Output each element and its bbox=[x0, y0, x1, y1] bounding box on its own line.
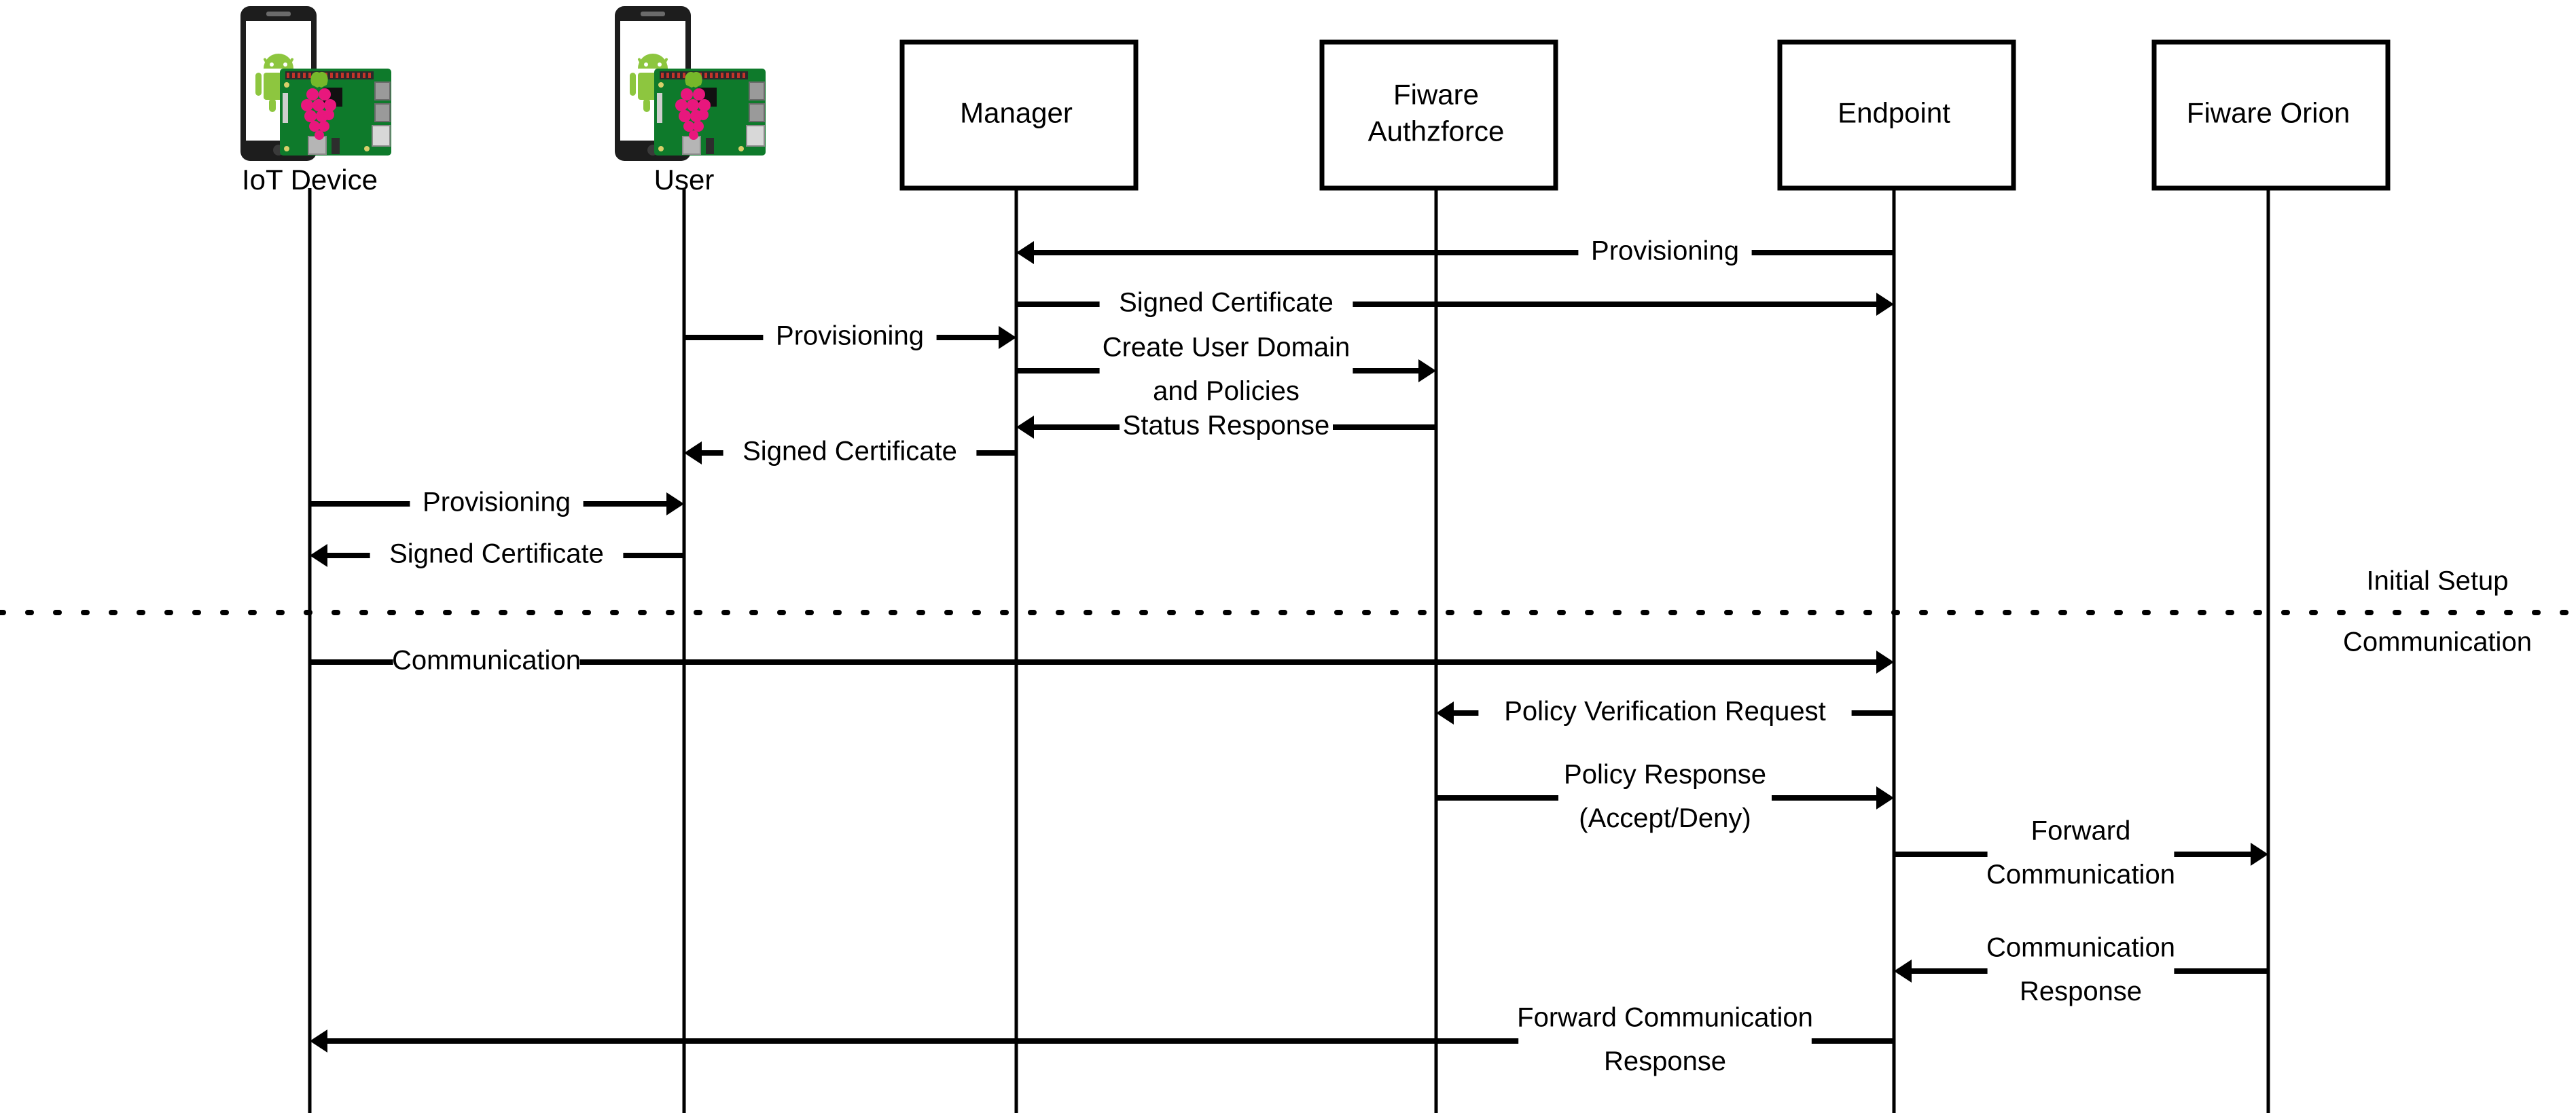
actor-user[interactable] bbox=[614, 5, 766, 162]
message-label: Provisioning bbox=[776, 321, 924, 351]
message-arrowhead bbox=[1016, 241, 1034, 264]
smartphone-raspberrypi-icon bbox=[240, 5, 392, 162]
participant-box-rect bbox=[899, 39, 1139, 191]
actor-iot-device[interactable] bbox=[240, 5, 392, 162]
message-label: Policy Response bbox=[1564, 759, 1766, 789]
smartphone-raspberrypi-icon bbox=[614, 5, 766, 162]
participant-label: Fiware Orion bbox=[2187, 97, 2350, 129]
message-arrowhead bbox=[1876, 651, 1894, 674]
message-arrowhead bbox=[1894, 960, 1912, 983]
participant-label: Manager bbox=[960, 97, 1073, 129]
message-label: (Accept/Deny) bbox=[1579, 803, 1751, 833]
message-arrowhead bbox=[1418, 359, 1436, 382]
message-label: Forward bbox=[2031, 816, 2131, 845]
message-arrowhead bbox=[1016, 416, 1034, 439]
message-m8[interactable]: Signed Certificate bbox=[310, 539, 684, 569]
message-label: Provisioning bbox=[1591, 236, 1739, 266]
message-m6[interactable]: Signed Certificate bbox=[684, 437, 1016, 467]
message-arrowhead bbox=[1436, 701, 1454, 725]
participant-label: Endpoint bbox=[1838, 97, 1950, 129]
message-label: Create User Domain bbox=[1103, 332, 1350, 362]
participant-box-rect bbox=[2151, 39, 2391, 191]
separator-label-below-text: Communication bbox=[2343, 627, 2532, 657]
separator-label-above-text: Initial Setup bbox=[2366, 566, 2508, 596]
lifelines-layer bbox=[308, 188, 2270, 1113]
message-arrowhead bbox=[684, 441, 702, 464]
message-arrowhead bbox=[2251, 843, 2268, 866]
message-label: Status Response bbox=[1123, 411, 1330, 441]
message-m10[interactable]: Policy Verification Request bbox=[1436, 697, 1894, 727]
message-m11[interactable]: Policy Response (Accept/Deny) bbox=[1436, 759, 1894, 833]
participant-label: Authzforce bbox=[1368, 115, 1505, 147]
participant-box-manager[interactable]: Manager bbox=[899, 39, 1139, 191]
participant-label: Fiware bbox=[1393, 79, 1479, 111]
message-label: Forward Communication bbox=[1517, 1002, 1813, 1032]
message-arrowhead bbox=[310, 1029, 327, 1053]
message-label: Response bbox=[2020, 977, 2142, 1006]
participant-box-endpoint[interactable]: Endpoint bbox=[1777, 39, 2016, 191]
message-label: Communication bbox=[1986, 932, 2175, 962]
message-label: and Policies bbox=[1153, 376, 1300, 406]
message-label: Communication bbox=[1986, 860, 2175, 890]
message-m1[interactable]: Provisioning bbox=[1016, 236, 1894, 266]
message-arrowhead bbox=[1876, 786, 1894, 809]
message-m7[interactable]: Provisioning bbox=[310, 488, 684, 517]
message-arrowhead bbox=[666, 492, 684, 515]
participant-box-rect bbox=[1777, 39, 2016, 191]
message-label: Signed Certificate bbox=[389, 539, 604, 569]
message-m5[interactable]: Status Response bbox=[1016, 411, 1436, 441]
message-m2[interactable]: Signed Certificate bbox=[1016, 288, 1894, 318]
message-label: Signed Certificate bbox=[743, 437, 957, 467]
message-label: Signed Certificate bbox=[1119, 288, 1334, 318]
participant-box-rect bbox=[1319, 39, 1558, 191]
participant-box-fiware-orion[interactable]: Fiware Orion bbox=[2151, 39, 2391, 191]
message-m9[interactable]: Communication bbox=[310, 646, 1894, 676]
message-arrowhead bbox=[1876, 293, 1894, 316]
message-label: Response bbox=[1604, 1046, 1726, 1076]
message-m4[interactable]: Create User Domain and Policies bbox=[1016, 332, 1436, 406]
message-label: Communication bbox=[392, 646, 581, 676]
message-arrowhead bbox=[999, 326, 1016, 349]
message-arrowhead bbox=[310, 544, 327, 567]
message-m3[interactable]: Provisioning bbox=[684, 321, 1016, 351]
message-label: Provisioning bbox=[423, 488, 571, 517]
message-label: Policy Verification Request bbox=[1504, 697, 1826, 727]
